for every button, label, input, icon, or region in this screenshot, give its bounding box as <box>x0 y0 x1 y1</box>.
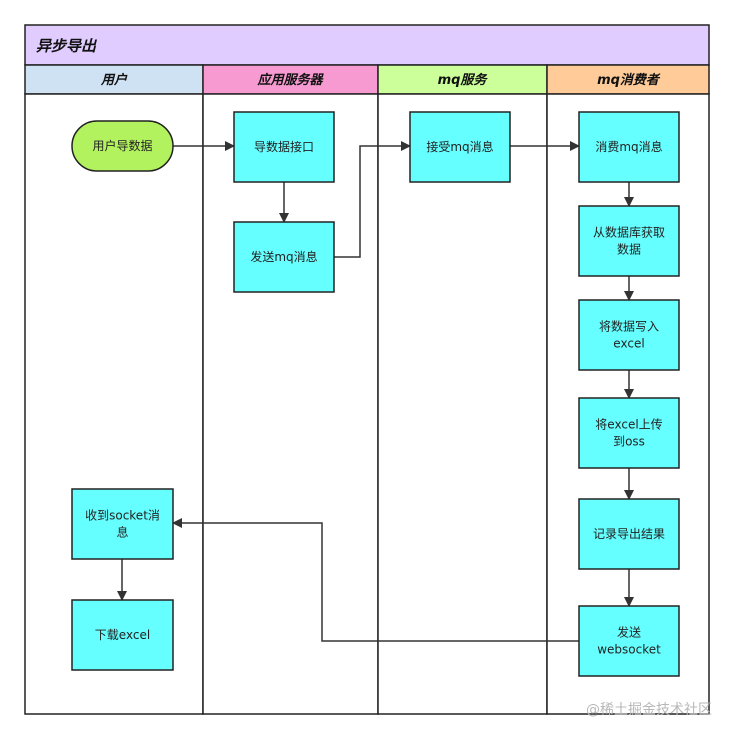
connector-send-mq-to-receive-mq <box>334 141 411 258</box>
node-label-consume-mq: 消费mq消息 <box>595 139 662 154</box>
node-shape-send-mq <box>233 221 335 293</box>
node-shape-receive-mq <box>409 111 511 183</box>
node-write-excel: 将数据写入 excel <box>578 299 680 371</box>
node-send-mq: 发送mq消息 <box>233 221 335 293</box>
node-shape-fetch-db <box>578 205 680 277</box>
node-receive-mq: 接受mq消息 <box>409 111 511 183</box>
lane-body-mq-service <box>377 93 548 715</box>
node-shape-download-excel <box>71 599 174 671</box>
connectors <box>117 141 634 642</box>
node-label-user-export: 用户导数据 <box>92 138 152 153</box>
node-label-download-excel: 下载excel <box>95 628 150 642</box>
node-label-write-excel: 将数据写入 <box>599 319 659 334</box>
node-label-upload-oss: 到oss <box>613 435 645 449</box>
watermark: @稀土掘金技术社区 <box>586 702 712 718</box>
lane-header-user <box>24 64 204 95</box>
lane-label-user: 用户 <box>100 72 128 88</box>
node-record-result: 记录导出结果 <box>578 498 680 570</box>
node-shape-write-excel <box>578 299 680 371</box>
node-user-export: 用户导数据 <box>71 120 174 172</box>
node-label-record-result: 记录导出结果 <box>593 527 665 541</box>
node-label-send-ws: websocket <box>597 643 661 657</box>
node-label-write-excel: excel <box>613 337 644 351</box>
lane-header-mq-consumer <box>546 64 710 95</box>
lane-header-app-server <box>202 64 379 95</box>
node-label-export-api: 导数据接口 <box>254 139 314 154</box>
title-bar <box>24 24 710 66</box>
node-label-recv-socket: 收到socket消 <box>85 509 160 523</box>
node-shape-consume-mq <box>578 111 680 183</box>
node-shape-upload-oss <box>578 397 680 469</box>
lane-label-app-server: 应用服务器 <box>256 72 324 88</box>
node-shape-record-result <box>578 498 680 570</box>
node-label-fetch-db: 从数据库获取 <box>593 225 665 240</box>
node-label-upload-oss: 将excel上传 <box>595 417 662 432</box>
node-download-excel: 下载excel <box>71 599 174 671</box>
node-shape-send-ws <box>578 605 680 677</box>
node-label-send-ws: 发送 <box>617 625 641 640</box>
lane-body-app-server <box>202 93 379 715</box>
connector-send-ws-to-recv-socket <box>172 518 579 642</box>
lane-label-mq-consumer: mq消费者 <box>597 72 661 88</box>
node-shape-export-api <box>233 111 335 183</box>
node-shape-user-export <box>71 120 174 172</box>
node-label-receive-mq: 接受mq消息 <box>426 139 493 154</box>
lane-label-mq-service: mq服务 <box>438 72 489 88</box>
node-label-recv-socket: 息 <box>116 525 128 540</box>
node-shape-recv-socket <box>71 488 174 560</box>
node-label-fetch-db: 数据 <box>617 242 641 257</box>
node-export-api: 导数据接口 <box>233 111 335 183</box>
node-label-send-mq: 发送mq消息 <box>250 249 317 264</box>
node-consume-mq: 消费mq消息 <box>578 111 680 183</box>
node-send-ws: 发送 websocket <box>578 605 680 677</box>
diagram-title: 异步导出 <box>36 37 98 55</box>
flow-nodes: 用户导数据导数据接口发送mq消息接受mq消息消费mq消息从数据库获取数据将数据写… <box>71 111 680 677</box>
